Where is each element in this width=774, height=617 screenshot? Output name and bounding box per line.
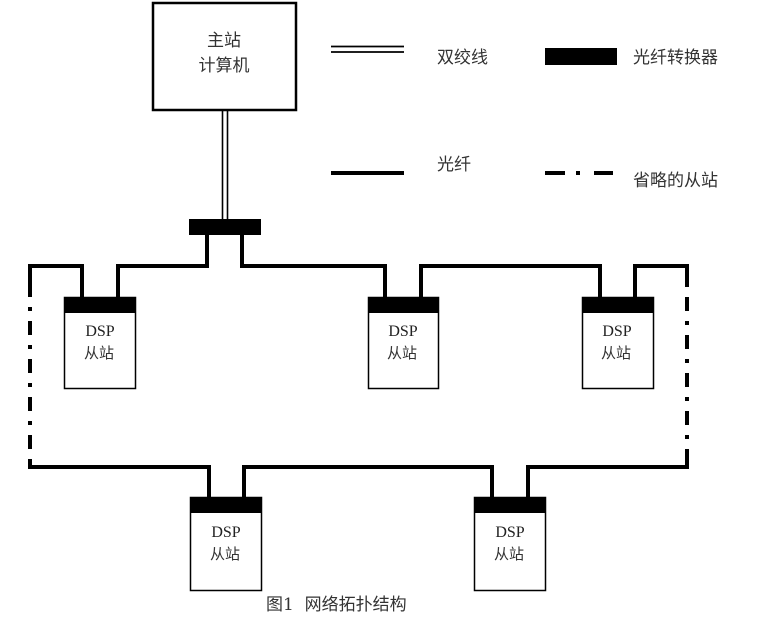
slave-label: 从站 (601, 344, 631, 362)
fiber-segment (116, 235, 209, 299)
legend: 双绞线 光纤转换器 光纤 省略的从站 (331, 45, 718, 191)
legend-item-fiber-converter: 光纤转换器 (545, 48, 718, 68)
legend-label: 光纤 (437, 155, 471, 175)
slave-label: 从站 (494, 545, 524, 563)
fiber-segment (28, 462, 211, 499)
legend-item-twisted-pair: 双绞线 (331, 45, 488, 68)
legend-item-omitted-slaves: 省略的从站 (545, 171, 718, 191)
fiber-ring-upper (28, 235, 689, 299)
dsp-label: DSP (211, 524, 240, 541)
dsp-slave: DSP 从站 (473, 496, 547, 592)
slave-fiber-converter (64, 297, 136, 313)
dsp-label: DSP (85, 323, 114, 340)
dsp-slave: DSP 从站 (367, 296, 440, 390)
master-computer-label: 计算机 (199, 56, 250, 76)
fiber-segment (242, 465, 494, 499)
fiber-segment (240, 235, 387, 299)
fiber-segment (633, 264, 689, 299)
fiber-segment (526, 462, 689, 499)
legend-label: 省略的从站 (633, 171, 718, 191)
slave-fiber-converter (582, 297, 654, 313)
dsp-label: DSP (602, 323, 631, 340)
slave-label: 从站 (210, 545, 240, 563)
fiber-converter-swatch (545, 48, 617, 65)
figure-caption: 图1 网络拓扑结构 (266, 595, 407, 615)
slave-fiber-converter (474, 497, 546, 513)
fiber-segment (419, 264, 602, 299)
legend-item-fiber: 光纤 (331, 155, 471, 175)
slave-label: 从站 (84, 344, 114, 362)
legend-label: 双绞线 (437, 48, 488, 68)
master-station-box (151, 1, 298, 112)
dsp-slave: DSP 从站 (189, 496, 263, 592)
legend-label: 光纤转换器 (633, 48, 718, 68)
slave-fiber-converter (368, 297, 439, 313)
master-station-label: 主站 (207, 31, 241, 51)
twisted-pair-link (221, 110, 229, 220)
master-fiber-converter (189, 219, 261, 235)
dsp-label: DSP (495, 524, 524, 541)
fiber-ring-lower (28, 462, 689, 499)
dsp-slave: DSP 从站 (581, 296, 655, 390)
dsp-label: DSP (388, 323, 417, 340)
slave-fiber-converter (190, 497, 262, 513)
fiber-segment (28, 264, 84, 299)
dsp-slave: DSP 从站 (63, 296, 137, 390)
slave-label: 从站 (387, 344, 417, 362)
master-station: 主站 计算机 (151, 1, 298, 112)
